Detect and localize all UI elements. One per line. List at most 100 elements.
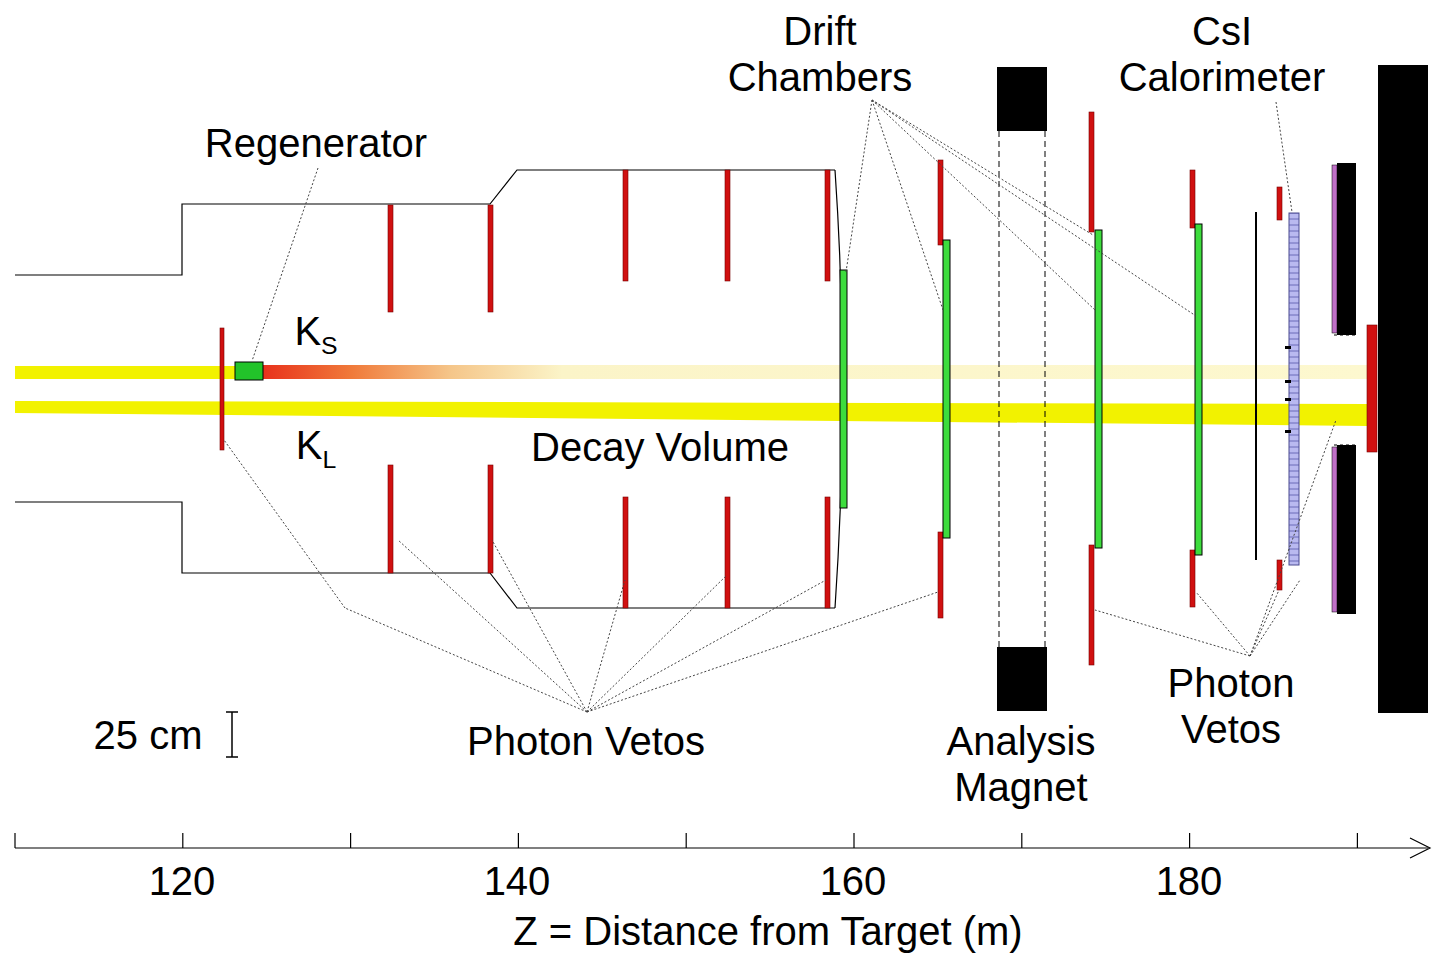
part-label: Photon Vetos — [467, 718, 705, 764]
axis-number: 120 — [149, 858, 216, 904]
drawing-part — [398, 540, 587, 712]
drawing-part — [1089, 545, 1094, 665]
part-label: Drift Chambers — [700, 8, 940, 100]
drawing-part — [587, 580, 826, 712]
drawing-part — [1285, 346, 1291, 349]
drawing-part — [231, 712, 233, 757]
axis-tick — [686, 833, 687, 848]
decay-tank — [15, 170, 835, 275]
drawing-part — [1277, 560, 1282, 590]
absorber-face — [1332, 447, 1337, 612]
drawing-part — [623, 497, 628, 608]
drawing-part — [345, 608, 587, 712]
z-axis — [15, 833, 1430, 858]
drawing-part — [224, 440, 345, 608]
drawing-part — [220, 328, 224, 450]
axis-number: 160 — [820, 858, 887, 904]
absorber-face — [1332, 165, 1337, 333]
axis-number: 180 — [1156, 858, 1223, 904]
csi-calorimeter — [1289, 213, 1299, 565]
drawing-part — [1285, 398, 1291, 401]
drawing-part — [587, 592, 938, 712]
drawing-part — [623, 170, 628, 281]
drawing-part — [488, 205, 493, 312]
drawing-part — [492, 540, 587, 712]
axis-tick — [1021, 833, 1022, 848]
drawing-part — [1190, 550, 1195, 607]
drawing-part — [388, 465, 393, 573]
hodoscope — [1255, 212, 1257, 560]
muon-filter — [1378, 65, 1428, 713]
kl-beam — [15, 401, 1368, 426]
drawing-part — [1285, 380, 1291, 383]
drawing-part — [725, 170, 730, 281]
drawing-part — [1095, 610, 1250, 656]
drawing-part — [226, 711, 238, 713]
drawing-part — [1277, 187, 1282, 220]
axis-tick — [14, 833, 15, 848]
magnet-yoke — [997, 647, 1047, 711]
drawing-part — [488, 465, 493, 573]
leader-lines — [224, 100, 1336, 712]
drawing-part — [846, 100, 872, 272]
drawing-part — [1285, 430, 1291, 433]
drawing-part — [725, 497, 730, 608]
axis-tick — [182, 833, 183, 848]
part-label: CsI Calorimeter — [1087, 8, 1357, 100]
part-label: Regenerator — [205, 120, 427, 166]
drawing-part — [1334, 335, 1358, 336]
drawing-part — [1089, 112, 1094, 232]
axis-tick — [1189, 833, 1190, 848]
drawing-part — [587, 580, 625, 712]
drawing-part — [1250, 590, 1279, 656]
dimension-label: 25 cm — [94, 712, 203, 758]
drift-chambers — [840, 224, 1202, 555]
drawing-part — [872, 100, 1095, 310]
ks-beam — [15, 366, 237, 379]
drawing-part — [1196, 592, 1250, 656]
drawing-part — [1410, 838, 1430, 858]
drawing-part — [226, 756, 238, 758]
drawing-part — [1190, 170, 1195, 228]
drawing-part — [1367, 325, 1377, 452]
axis-number: 140 — [484, 858, 551, 904]
scale-bar — [226, 712, 238, 757]
magnet-yoke — [997, 67, 1047, 131]
drawing-part — [388, 205, 393, 312]
drawing-part — [825, 170, 830, 281]
decay-tank — [15, 502, 835, 608]
axis-tick — [853, 833, 854, 848]
drawing-part — [15, 833, 1357, 848]
drawing-part — [1276, 102, 1292, 212]
magnet-gap — [1045, 131, 1046, 647]
beam-label: KS — [294, 308, 337, 369]
drawing-part — [825, 497, 830, 608]
regenerator — [235, 362, 263, 380]
magnet-gap — [999, 131, 1000, 647]
back-absorber — [1337, 445, 1356, 614]
drawing-part — [840, 270, 847, 508]
drawing-part — [587, 575, 727, 712]
drawing-part — [1334, 445, 1358, 446]
drawing-part — [1250, 580, 1300, 656]
back-absorber — [1337, 163, 1356, 335]
axis-title: Z = Distance from Target (m) — [513, 908, 1022, 954]
drawing-part — [1250, 420, 1336, 656]
drawing-part — [872, 100, 1093, 235]
drawing-part — [943, 240, 950, 538]
axis-tick — [518, 833, 519, 848]
part-label: Photon Vetos — [1146, 660, 1316, 752]
drawing-part — [872, 100, 1196, 316]
photon-vetos — [220, 112, 1377, 665]
beam-label: KL — [296, 422, 336, 483]
drawing-part — [938, 532, 943, 618]
drawing-part — [872, 100, 943, 310]
drawing-part — [938, 160, 943, 245]
drawing-part — [15, 847, 1428, 848]
beam-holes — [1285, 346, 1291, 433]
axis-tick — [350, 833, 351, 848]
part-label: Analysis Magnet — [921, 718, 1121, 810]
drawing-part — [1095, 230, 1102, 548]
axis-tick — [1357, 833, 1358, 848]
